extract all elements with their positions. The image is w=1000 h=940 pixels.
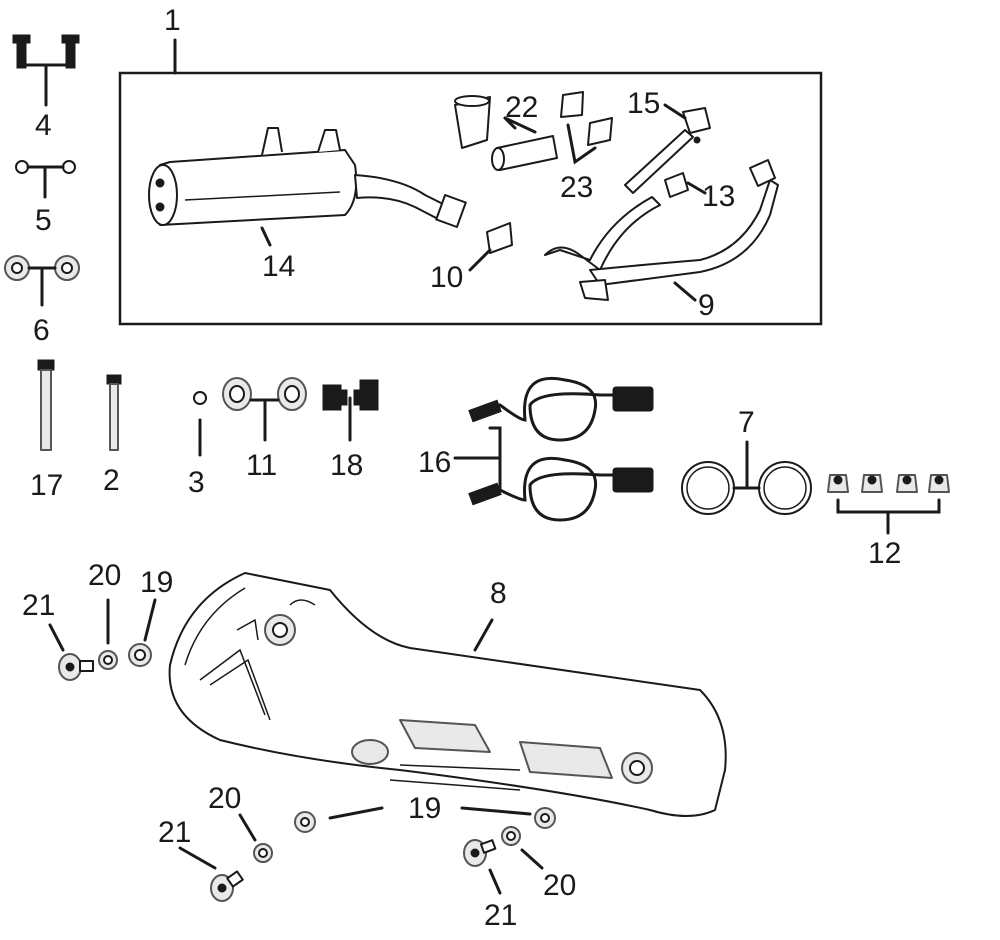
callout-5: 5 [35, 204, 52, 237]
leader-19-left [328, 806, 384, 820]
leader-23 [566, 123, 597, 165]
callout-21-bottom-right: 21 [484, 899, 517, 932]
callout-6: 6 [33, 314, 50, 347]
leader-20-bl [238, 813, 257, 842]
bolt-pair-4 [12, 34, 80, 69]
gasket-10 [486, 222, 513, 254]
callout-7: 7 [738, 406, 755, 439]
washer-20-top [98, 650, 118, 670]
callout-16: 16 [418, 446, 451, 479]
callout-9: 9 [698, 289, 715, 322]
tube-gasket-22 [454, 95, 558, 171]
bolt-21-bottom-left [210, 870, 244, 902]
leader-20-br [520, 848, 544, 870]
washer-3 [193, 391, 207, 405]
leader-12a [836, 498, 941, 514]
leader-21-top [48, 623, 65, 652]
grommet-pair-11 [222, 377, 307, 411]
callout-8: 8 [490, 577, 507, 610]
callout-19-top: 19 [140, 566, 173, 599]
callout-15: 15 [627, 87, 660, 120]
leader-22a [503, 116, 537, 134]
bolt-2 [106, 374, 122, 451]
callout-14: 14 [262, 250, 295, 283]
grommet-19-top [128, 643, 152, 667]
callout-2: 2 [103, 464, 120, 497]
callout-10: 10 [430, 261, 463, 294]
washer-20-bottom-right [501, 826, 521, 846]
long-bolt-17 [37, 359, 55, 451]
callout-3: 3 [188, 466, 205, 499]
leader-10 [468, 248, 492, 272]
bolt-21-top [58, 653, 94, 681]
grommet-pair-6 [4, 255, 80, 281]
callout-21-top: 21 [22, 589, 55, 622]
callout-22: 22 [505, 91, 538, 124]
damper-pair-18 [322, 379, 379, 411]
bolt-21-bottom-right [463, 839, 497, 867]
leader-9 [673, 281, 697, 302]
nuts-12 [827, 474, 950, 493]
callout-13: 13 [702, 180, 735, 213]
callout-18: 18 [330, 449, 363, 482]
leader-22b [503, 116, 517, 130]
callout-21-bottom-left: 21 [158, 816, 191, 849]
exhaust-pipe-9 [544, 159, 779, 301]
callout-12: 12 [868, 537, 901, 570]
callout-17: 17 [30, 469, 63, 502]
header-pipe-15 [624, 107, 711, 194]
leader-19-right [460, 806, 532, 816]
sleeve-13 [664, 172, 689, 198]
gasket-rings-7 [681, 461, 812, 515]
callout-4: 4 [35, 109, 52, 142]
sensor-16-bottom [468, 456, 654, 522]
leader-21-bl [178, 846, 217, 870]
heat-shield-8 [168, 572, 727, 817]
leader-13 [686, 181, 707, 195]
callout-23: 23 [560, 171, 593, 204]
callout-1: 1 [164, 4, 181, 37]
muffler [148, 127, 467, 228]
callout-20-bottom-right: 20 [543, 869, 576, 902]
leader-19-top [143, 598, 157, 642]
grommet-19-left [294, 811, 316, 833]
grommet-19-right [534, 807, 556, 829]
sensor-16-top [468, 376, 654, 442]
seal-23 [560, 91, 613, 146]
callout-20-top: 20 [88, 559, 121, 592]
callout-11: 11 [246, 449, 277, 482]
leader-8 [473, 618, 494, 652]
leader-21-br [488, 868, 502, 895]
washer-20-bottom-left [253, 843, 273, 863]
leader-14 [260, 226, 272, 247]
assembly-frame [118, 71, 823, 326]
callout-19-bottom: 19 [408, 792, 441, 825]
leader-15 [663, 103, 687, 120]
washer-pair-5 [15, 160, 76, 174]
callout-20-bottom-left: 20 [208, 782, 241, 815]
